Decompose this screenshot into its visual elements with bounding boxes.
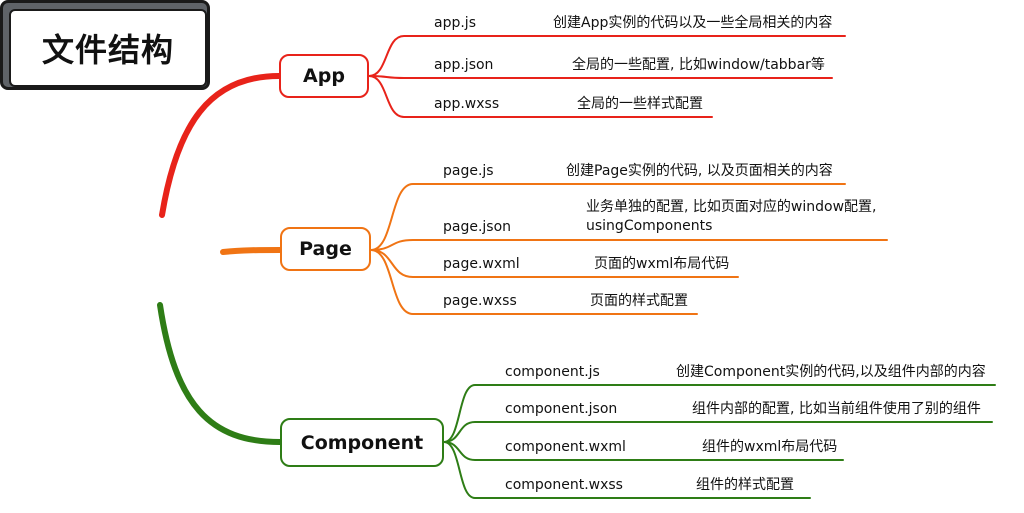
file-name: component.js xyxy=(505,364,600,380)
file-description: usingComponents xyxy=(586,218,713,234)
file-description: 创建Page实例的代码, 以及页面相关的内容 xyxy=(566,163,833,179)
file-description: 全局的一些样式配置 xyxy=(577,96,703,112)
file-description: 组件的样式配置 xyxy=(696,477,794,493)
connector-page-item-0 xyxy=(370,183,846,251)
file-description: 业务单独的配置, 比如页面对应的window配置, xyxy=(586,199,877,215)
file-name: app.wxss xyxy=(434,96,500,112)
file-description: 创建Component实例的代码,以及组件内部的内容 xyxy=(676,364,986,380)
file-name: component.json xyxy=(505,401,618,417)
file-description: 页面的wxml布局代码 xyxy=(594,256,730,272)
file-name: app.js xyxy=(434,15,476,31)
branch-node-page[interactable]: Page xyxy=(280,227,371,271)
root-node[interactable]: 文件结构 xyxy=(0,0,210,90)
connector-app-item-2 xyxy=(368,75,713,118)
file-name: page.js xyxy=(443,163,494,179)
branch-node-component[interactable]: Component xyxy=(280,418,444,467)
file-description: 全局的一些配置, 比如window/tabbar等 xyxy=(572,57,825,73)
file-description: 组件的wxml布局代码 xyxy=(702,439,838,455)
file-name: page.wxss xyxy=(443,293,517,309)
branch-node-app[interactable]: App xyxy=(279,54,369,98)
connector-root-app xyxy=(159,73,282,218)
file-name: component.wxss xyxy=(505,477,623,493)
connector-page-item-2 xyxy=(370,249,739,278)
connector-component-item-1 xyxy=(443,421,993,443)
file-name: page.wxml xyxy=(443,256,520,272)
connector-root-component xyxy=(157,302,283,445)
root-node-label: 文件结构 xyxy=(9,9,207,87)
connector-component-item-3 xyxy=(443,441,811,499)
file-description: 创建App实例的代码以及一些全局相关的内容 xyxy=(553,15,833,31)
file-description: 组件内部的配置, 比如当前组件使用了别的组件 xyxy=(692,401,981,417)
connector-app-item-0 xyxy=(368,35,846,77)
connector-page-item-3 xyxy=(370,249,698,315)
connector-root-page xyxy=(220,247,283,255)
connector-app-item-1 xyxy=(368,75,833,79)
file-name: page.json xyxy=(443,219,512,235)
root-node-frame: 文件结构 xyxy=(0,0,210,90)
file-name: component.wxml xyxy=(505,439,626,455)
file-description: 页面的样式配置 xyxy=(590,293,688,309)
connector-component-item-0 xyxy=(443,384,996,443)
connector-page-item-1 xyxy=(370,239,888,251)
file-name: app.json xyxy=(434,57,494,73)
